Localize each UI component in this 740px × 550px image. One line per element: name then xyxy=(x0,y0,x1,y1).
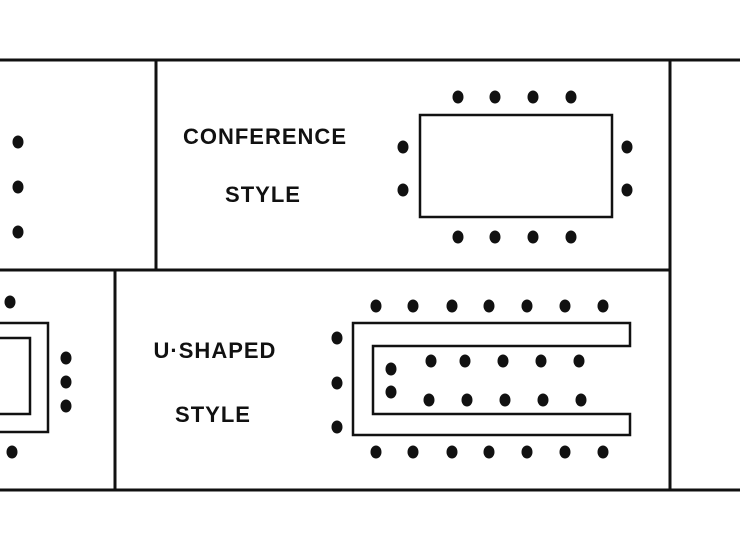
seat-dot xyxy=(483,299,495,313)
seat-dot xyxy=(12,225,24,239)
partial-bottom-seats xyxy=(4,295,72,459)
panel-u-shaped-style: U·SHAPED STYLE xyxy=(154,299,632,459)
seat-dot xyxy=(565,230,577,244)
seat-dot xyxy=(397,183,409,197)
conference-table xyxy=(418,113,614,219)
seat-dot xyxy=(521,445,533,459)
seat-dot xyxy=(60,399,72,413)
seat-dot xyxy=(535,354,547,368)
seat-dot xyxy=(331,331,343,345)
seat-dot xyxy=(60,375,72,389)
panel-conference-style: CONFERENCE STYLE xyxy=(183,90,633,244)
seat-dot xyxy=(12,180,24,194)
partial-top-seats xyxy=(12,135,24,239)
seat-dot xyxy=(489,230,501,244)
seat-dot xyxy=(4,295,16,309)
seat-dot xyxy=(370,299,382,313)
seat-dot xyxy=(60,351,72,365)
partial-inner-table xyxy=(0,336,32,416)
seat-dot xyxy=(385,362,397,376)
seat-dot xyxy=(621,183,633,197)
conference-subtitle: STYLE xyxy=(225,182,301,207)
panel-grid xyxy=(0,58,740,492)
seat-dot xyxy=(559,299,571,313)
seat-dot xyxy=(452,230,464,244)
seat-dot xyxy=(527,230,539,244)
u-shaped-subtitle: STYLE xyxy=(175,402,251,427)
seat-dot xyxy=(446,445,458,459)
seat-dot xyxy=(331,376,343,390)
seat-dot xyxy=(446,299,458,313)
seat-dot xyxy=(370,445,382,459)
seat-dot xyxy=(425,354,437,368)
seat-dot xyxy=(407,445,419,459)
conference-seats xyxy=(397,90,633,244)
seat-dot xyxy=(499,393,511,407)
seat-dot xyxy=(397,140,409,154)
seat-dot xyxy=(497,354,509,368)
seat-dot xyxy=(6,445,18,459)
u-shaped-title: U·SHAPED xyxy=(154,338,277,363)
seat-dot xyxy=(459,354,471,368)
seat-dot xyxy=(621,140,633,154)
seat-dot xyxy=(483,445,495,459)
seat-dot xyxy=(537,393,549,407)
seat-dot xyxy=(385,385,397,399)
seat-dot xyxy=(597,299,609,313)
panel-left-partial-bottom xyxy=(0,295,72,459)
seat-dot xyxy=(565,90,577,104)
seat-dot xyxy=(12,135,24,149)
seat-dot xyxy=(573,354,585,368)
u-shaped-table xyxy=(351,321,632,437)
seat-dot xyxy=(527,90,539,104)
partial-outer-table xyxy=(0,321,50,434)
seat-dot xyxy=(331,420,343,434)
seat-dot xyxy=(597,445,609,459)
panel-left-partial-top xyxy=(12,135,24,239)
seat-dot xyxy=(575,393,587,407)
seat-dot xyxy=(559,445,571,459)
seat-dot xyxy=(521,299,533,313)
seat-dot xyxy=(461,393,473,407)
conference-title: CONFERENCE xyxy=(183,124,347,149)
seat-dot xyxy=(489,90,501,104)
seat-dot xyxy=(407,299,419,313)
seat-dot xyxy=(423,393,435,407)
u-shaped-seats xyxy=(331,299,609,459)
seat-dot xyxy=(452,90,464,104)
